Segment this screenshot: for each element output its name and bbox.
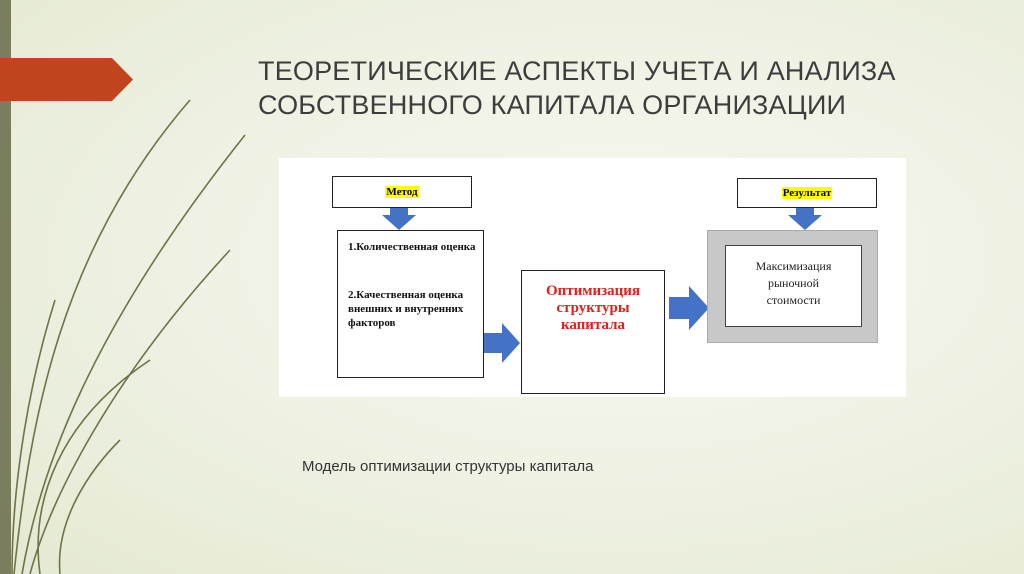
- slide-title: ТЕОРЕТИЧЕСКИЕ АСПЕКТЫ УЧЕТА И АНАЛИЗА СО…: [258, 54, 958, 122]
- result-label: Результат: [781, 187, 833, 199]
- right-arrow-factors: [484, 323, 520, 363]
- right-arrow-optimization: [669, 286, 709, 330]
- left-accent-bar: [0, 0, 11, 574]
- title-line-1: ТЕОРЕТИЧЕСКИЕ АСПЕКТЫ УЧЕТА И АНАЛИЗА: [258, 56, 896, 86]
- result-box: Результат: [737, 178, 877, 208]
- factor-1-text: 1.Количественная оценка: [348, 241, 476, 253]
- result-frame: Максимизация рыночной стоимости: [707, 230, 878, 343]
- diagram-caption: Модель оптимизации структуры капитала: [302, 458, 594, 475]
- capital-structure-diagram: Метод 1.Количественная оценка 2.Качестве…: [279, 158, 906, 397]
- optimization-box: Оптимизация структуры капитала: [521, 270, 665, 394]
- result-text: Максимизация рыночной стоимости: [755, 259, 832, 307]
- down-arrow-result: [788, 208, 822, 230]
- method-box: Метод: [332, 176, 472, 208]
- result-text-box: Максимизация рыночной стоимости: [725, 245, 862, 327]
- title-ribbon: [0, 58, 133, 101]
- title-line-2: СОБСТВЕННОГО КАПИТАЛА ОРГАНИЗАЦИИ: [258, 90, 847, 120]
- grass-decoration: [11, 99, 246, 574]
- down-arrow-method: [382, 208, 416, 230]
- factor-2-text: 2.Качественная оценка внешних и внутренн…: [348, 289, 464, 329]
- optimization-label: Оптимизация структуры капитала: [545, 283, 641, 333]
- factors-box: 1.Количественная оценка 2.Качественная о…: [337, 230, 484, 378]
- method-label: Метод: [385, 186, 419, 198]
